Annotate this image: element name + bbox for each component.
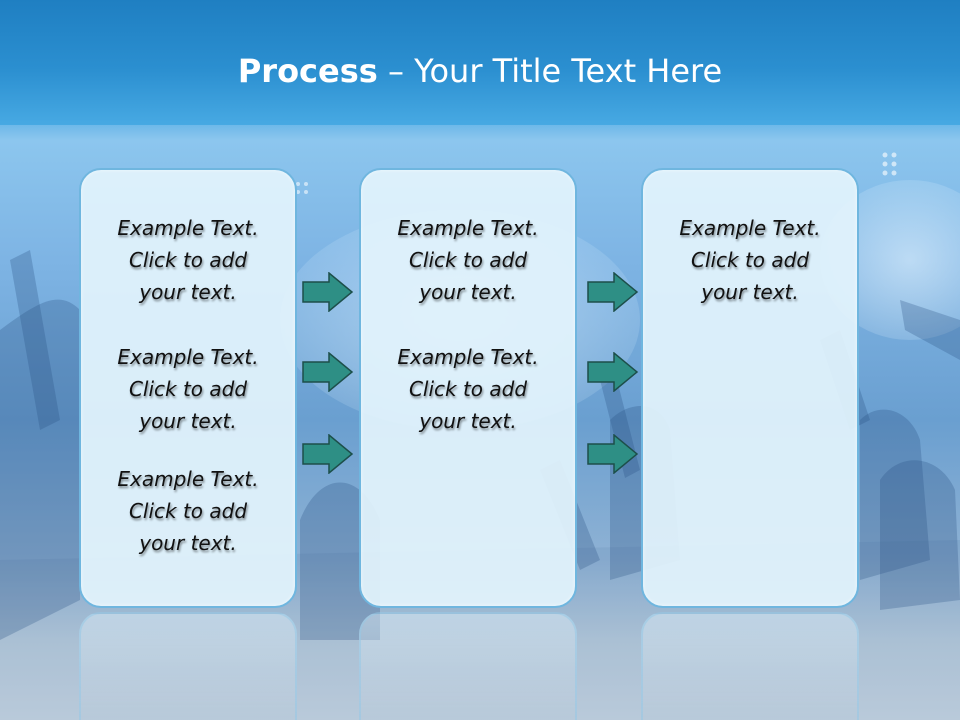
title-rest-text: – Your Title Text Here [377,52,723,90]
text-line: Click to add [408,248,528,272]
text-line: Click to add [128,248,248,272]
placeholder-text-block[interactable]: Example Text. Click to add your text. [643,212,857,308]
text-line: Example Text. [117,216,259,240]
text-line: Example Text. [397,216,539,240]
text-line: your text. [419,280,517,304]
right-arrow-icon[interactable] [302,272,354,312]
right-arrow-icon[interactable] [587,352,639,392]
placeholder-text-block[interactable]: Example Text. Click to add your text. [81,212,295,308]
process-step-panel-2[interactable]: Example Text. Click to add your text. Ex… [359,168,577,608]
text-line: Example Text. [679,216,821,240]
text-line: your text. [701,280,799,304]
light-dots-decoration [882,152,897,176]
slide-title[interactable]: Process – Your Title Text Here [0,52,960,90]
panel-reflection [641,612,859,720]
placeholder-text-block[interactable]: Example Text. Click to add your text. [361,341,575,437]
right-arrow-icon[interactable] [587,434,639,474]
placeholder-text-block[interactable]: Example Text. Click to add your text. [81,341,295,437]
text-line: Click to add [128,377,248,401]
text-line: Example Text. [397,345,539,369]
text-line: Click to add [408,377,528,401]
text-line: your text. [139,409,237,433]
light-dots-decoration-left [296,182,308,194]
placeholder-text-block[interactable]: Example Text. Click to add your text. [81,463,295,559]
right-arrow-icon[interactable] [302,352,354,392]
title-banner [0,0,960,125]
text-line: your text. [419,409,517,433]
process-step-panel-3[interactable]: Example Text. Click to add your text. [641,168,859,608]
right-arrow-icon[interactable] [587,272,639,312]
panel-reflection [79,612,297,720]
panel-reflection [359,612,577,720]
title-bold-text: Process [237,52,378,90]
text-line: Click to add [128,499,248,523]
placeholder-text-block[interactable]: Example Text. Click to add your text. [361,212,575,308]
text-line: Click to add [690,248,810,272]
text-line: Example Text. [117,467,259,491]
text-line: your text. [139,280,237,304]
process-step-panel-1[interactable]: Example Text. Click to add your text. Ex… [79,168,297,608]
text-line: Example Text. [117,345,259,369]
right-arrow-icon[interactable] [302,434,354,474]
text-line: your text. [139,531,237,555]
